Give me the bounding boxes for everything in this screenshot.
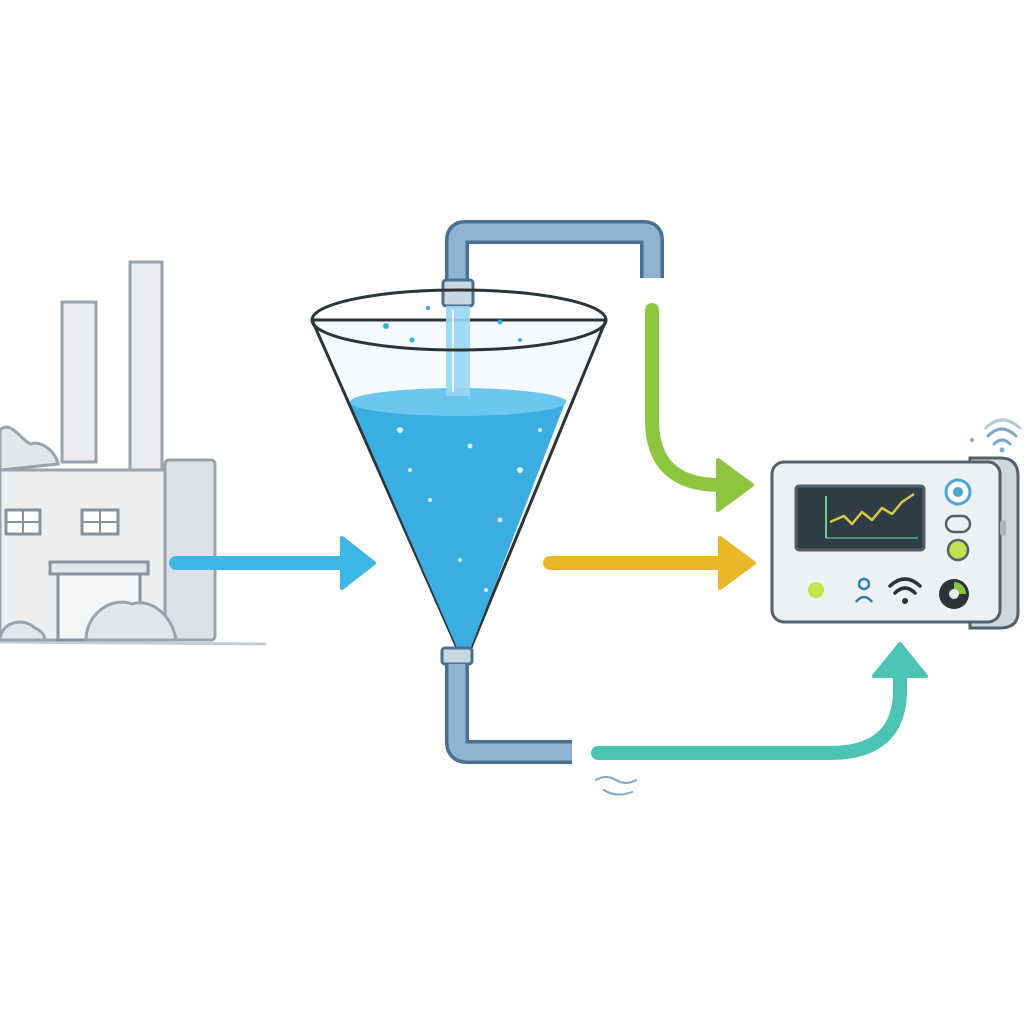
arrow-right-icon <box>169 536 376 590</box>
toggle-button-icon <box>944 514 972 534</box>
shrub-icon <box>0 620 47 642</box>
funnel-filter-icon <box>310 220 664 764</box>
factory-window <box>80 508 120 536</box>
arrow-right-icon <box>543 536 756 590</box>
wifi-icon <box>888 577 922 604</box>
gauge-icon <box>944 478 972 506</box>
chart-screen <box>794 484 926 552</box>
factory-icon <box>0 260 267 646</box>
status-light-icon <box>808 582 824 598</box>
dial-knob-icon <box>939 579 969 609</box>
shrub-icon <box>84 600 178 642</box>
water-fill <box>350 388 566 650</box>
bubbles <box>397 427 542 592</box>
indicator-button-icon <box>946 538 970 562</box>
inlet-pipe <box>445 220 664 290</box>
flow-squiggle-icon <box>595 776 637 796</box>
outlet-pipe <box>445 664 572 764</box>
person-sensor-icon <box>855 577 873 603</box>
wireless-signal-icon <box>970 418 1022 453</box>
monitoring-device-icon <box>770 456 1020 630</box>
curved-arrow-icon <box>645 303 754 512</box>
factory-window <box>4 508 42 536</box>
curved-arrow-up-icon <box>591 642 928 760</box>
trend-line <box>829 492 915 526</box>
